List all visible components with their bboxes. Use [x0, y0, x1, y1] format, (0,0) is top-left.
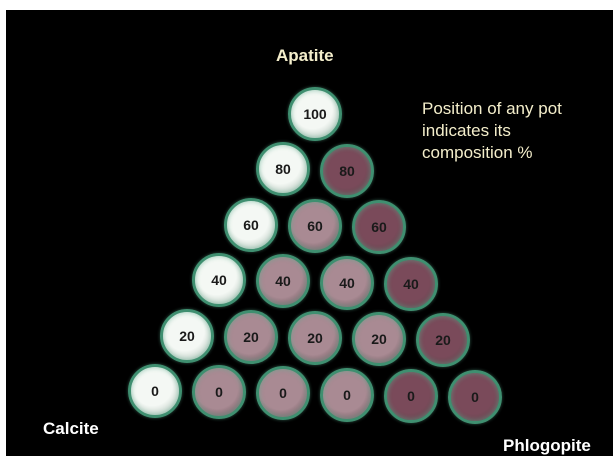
pot-5-3: 0: [320, 367, 374, 422]
note-line: indicates its: [422, 121, 511, 141]
pot-5-4: 0: [384, 368, 438, 423]
pot-2-2: 60: [352, 200, 406, 255]
photo-slide: Apatite Calcite Phlogopite Position of a…: [6, 10, 613, 456]
pot-4-4: 20: [416, 313, 470, 368]
apex-label-apatite: Apatite: [276, 46, 334, 65]
pot-5-2: 0: [256, 366, 310, 421]
pot-4-2: 20: [288, 311, 342, 365]
pot-3-3: 40: [384, 256, 438, 311]
pot-4-1: 20: [224, 309, 278, 364]
pot-2-1: 60: [288, 199, 342, 253]
pot-4-0: 20: [160, 308, 214, 363]
pot-3-0: 40: [192, 253, 246, 308]
note-line: Position of any pot: [422, 99, 562, 118]
pot-4-3: 20: [352, 312, 406, 367]
pot-5-1: 0: [192, 365, 246, 420]
pot-0-0: 100: [288, 87, 342, 141]
pot-3-1: 40: [256, 254, 310, 309]
pot-1-0: 80: [256, 142, 310, 197]
pot-5-5: 0: [448, 370, 502, 424]
note-line: composition %: [422, 143, 533, 163]
composition-note: Position of any pot indicates its compos…: [422, 98, 602, 164]
pot-1-1: 80: [320, 143, 374, 198]
pot-5-0: 0: [128, 364, 182, 418]
vertex-label-phlogopite: Phlogopite: [503, 436, 591, 455]
pot-2-0: 60: [224, 197, 278, 252]
pot-3-2: 40: [320, 255, 374, 310]
vertex-label-calcite: Calcite: [43, 419, 99, 438]
